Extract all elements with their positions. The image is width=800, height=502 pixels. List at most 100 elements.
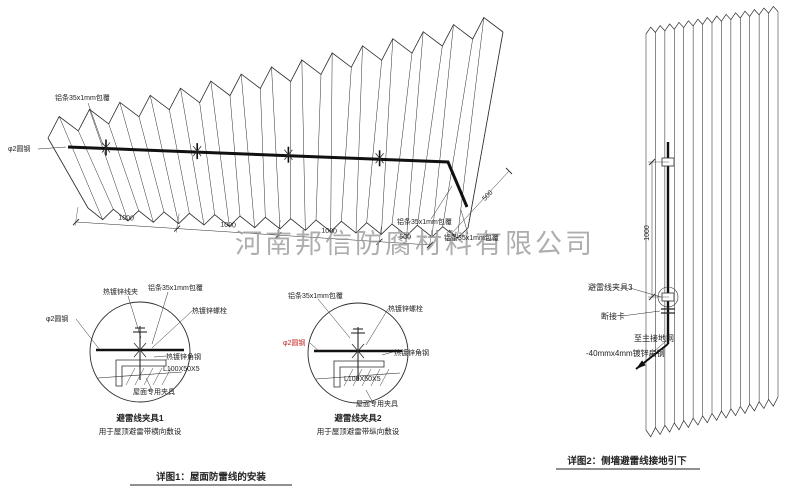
d1-subtitle: 用于屋顶避雷带横向敷设 bbox=[99, 426, 182, 436]
roof-surface-line bbox=[315, 372, 401, 380]
hatch-line bbox=[343, 368, 354, 387]
leader-line bbox=[151, 310, 193, 349]
roof-valley-line bbox=[341, 67, 352, 222]
roof-valley-line bbox=[260, 88, 266, 218]
roof-valley-line bbox=[442, 39, 473, 227]
label-galvanized-flat-steel: -40mmx4mm镀锌扁钢 bbox=[586, 348, 665, 358]
wire-clamp-cross bbox=[375, 153, 384, 164]
roof-lightning-wire bbox=[67, 145, 469, 208]
hatch-line bbox=[143, 367, 154, 386]
detail-circle-2-drawing bbox=[307, 298, 409, 404]
detail-circle-outline bbox=[89, 301, 191, 403]
d2-label-angle-size: L100X50X5 bbox=[344, 376, 381, 383]
leader-line bbox=[145, 377, 153, 391]
wall-top-zigzag bbox=[645, 5, 779, 35]
dim-tick bbox=[72, 218, 80, 226]
hatch-line bbox=[161, 367, 172, 386]
roof-annotations bbox=[37, 102, 513, 250]
roof-left-edge bbox=[47, 137, 89, 209]
roof-valley-line bbox=[417, 46, 443, 226]
dim-chain-line bbox=[75, 221, 431, 246]
roof-valley-line bbox=[78, 130, 114, 210]
clamp-cross bbox=[133, 342, 147, 358]
label-round-steel-main: φ2圆钢 bbox=[8, 144, 30, 153]
leader-line bbox=[127, 295, 142, 339]
d2-label-angle-steel: 热镀锌角钢 bbox=[394, 348, 429, 357]
dim-1000-a: 1000 bbox=[118, 214, 134, 222]
roof-valley-line bbox=[391, 53, 413, 225]
roof-top-zigzag-edge bbox=[47, 16, 504, 139]
wall-annotations bbox=[621, 142, 679, 370]
roof-crest-line bbox=[301, 59, 306, 231]
leader-round-steel bbox=[37, 146, 67, 150]
roof-crest-line bbox=[58, 116, 103, 220]
leader-flat-steel bbox=[651, 340, 667, 354]
clamp-cross bbox=[351, 343, 365, 359]
leader-alu-right-1 bbox=[430, 185, 453, 220]
hatch-line bbox=[352, 368, 363, 387]
d1-label-alu-strip: 铝条35x1mm包覆 bbox=[148, 283, 203, 292]
roof-valley-line bbox=[138, 116, 165, 213]
dim-tick bbox=[274, 231, 282, 239]
roof-crest-line bbox=[406, 31, 424, 236]
roof-corrugated-sheet bbox=[47, 16, 504, 239]
leader-clamp-3 bbox=[629, 287, 662, 298]
wall-corrugated-section bbox=[645, 5, 779, 438]
d2-title: 避雷线夹具2 bbox=[334, 413, 382, 423]
hatch-line bbox=[152, 367, 163, 386]
d1-label-angle-size: L100X50X5 bbox=[163, 366, 200, 373]
angle-steel-profile bbox=[115, 359, 167, 387]
d1-title: 避雷线夹具1 bbox=[116, 413, 164, 423]
dim-tick bbox=[426, 241, 434, 249]
roof-crest-line bbox=[457, 17, 485, 239]
roof-crest-line bbox=[180, 88, 205, 226]
dim-extension-line bbox=[175, 213, 180, 233]
hatch-line bbox=[361, 368, 372, 387]
hatch-line bbox=[379, 368, 390, 387]
detail-circle-1-drawing bbox=[75, 291, 193, 403]
caption-detail-1: 详图1：屋面防雷线的安装 bbox=[156, 471, 266, 483]
roof-crest-line bbox=[431, 24, 454, 238]
hatch-line bbox=[125, 367, 136, 386]
dim-500-slope: 500 bbox=[481, 189, 494, 202]
caption-detail-2: 详图2：侧墙避雷线接地引下 bbox=[567, 455, 687, 467]
roof-valley-line bbox=[199, 102, 215, 215]
dim-slope-line bbox=[451, 170, 510, 234]
dim-tick bbox=[173, 225, 181, 232]
hatch-line bbox=[134, 367, 145, 386]
roof-valley-line bbox=[366, 60, 382, 223]
leader-line bbox=[151, 291, 169, 345]
dim-extension-line bbox=[378, 226, 382, 246]
label-alu-strip-right-2: 铝条35x1mm包覆 bbox=[444, 233, 499, 242]
wire-clamp-cross bbox=[192, 145, 202, 157]
d1-label-wire-clamp: 热镀锌线夹 bbox=[103, 287, 138, 296]
roof-crest-line bbox=[381, 38, 394, 235]
roof-crest-line bbox=[271, 66, 281, 230]
d1-label-round-steel: φ2圆钢 bbox=[46, 314, 68, 323]
roof-valley-line bbox=[169, 109, 190, 214]
roof-crest-line bbox=[240, 74, 255, 228]
roof-crest-line bbox=[355, 45, 363, 234]
roof-valley-line bbox=[315, 74, 322, 221]
roof-crest-line bbox=[119, 102, 154, 223]
roof-valley-line bbox=[108, 123, 139, 211]
dim-500: 500 bbox=[399, 234, 411, 242]
leader-line bbox=[309, 342, 321, 353]
d1-label-roof-clamp: 屋面专用夹具 bbox=[133, 387, 175, 396]
leader-line bbox=[75, 318, 101, 351]
d2-label-round-steel: φ2圆钢 bbox=[283, 338, 305, 347]
d2-label-bolt: 热镀锌螺栓 bbox=[388, 304, 423, 313]
detail-circle-outline bbox=[307, 302, 409, 404]
dim-1000-b: 1000 bbox=[220, 221, 236, 229]
dim-1000-c: 1000 bbox=[321, 227, 337, 235]
label-alu-strip-top: 铝条35x1mm包覆 bbox=[55, 93, 110, 102]
label-alu-strip-right-1: 铝条35x1mm包覆 bbox=[397, 217, 452, 226]
leader-line bbox=[153, 355, 167, 358]
d2-subtitle: 用于屋顶避雷带纵向敷设 bbox=[317, 426, 400, 436]
d1-label-angle-steel: 热镀锌角钢 bbox=[166, 352, 201, 361]
dim-tick bbox=[376, 238, 383, 246]
d2-label-roof-clamp: 屋面专用夹具 bbox=[356, 399, 398, 408]
d1-label-bolt: 热镀锌螺栓 bbox=[192, 306, 227, 315]
